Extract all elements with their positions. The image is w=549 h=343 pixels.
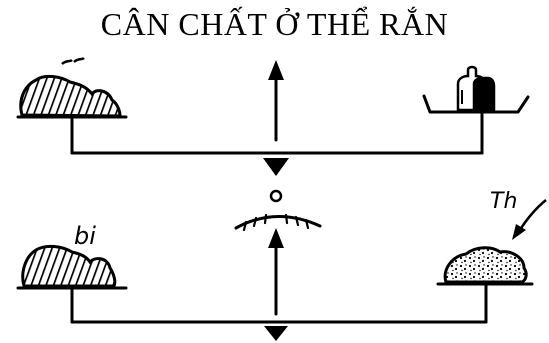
- top-right-tray: [422, 94, 530, 114]
- scale-zero-mark: [269, 189, 283, 203]
- substance-pointer-arrow-icon: [512, 199, 547, 240]
- bottom-marble-sample-icon: [21, 244, 117, 288]
- scale-dial-ticks: [242, 213, 310, 232]
- bottom-balance: [16, 189, 534, 341]
- marble-label: bi: [74, 222, 96, 250]
- bottom-pointer-arrow-up-icon: [268, 228, 284, 248]
- top-marble-sample-icon: [19, 56, 122, 118]
- top-balance: [16, 60, 530, 176]
- page-title: CÂN CHẤT Ở THỂ RẮN: [100, 6, 449, 42]
- top-fulcrum-arrow-down-icon: [263, 158, 289, 176]
- bottom-powder-sample-icon: [443, 246, 528, 284]
- top-weight-bottles-icon: [456, 65, 496, 112]
- scale-dial-arc: [234, 215, 322, 230]
- substance-label: Th: [490, 189, 517, 214]
- top-pointer-arrow-up-icon: [268, 60, 284, 80]
- bottom-fulcrum-arrow-down-icon: [264, 326, 288, 341]
